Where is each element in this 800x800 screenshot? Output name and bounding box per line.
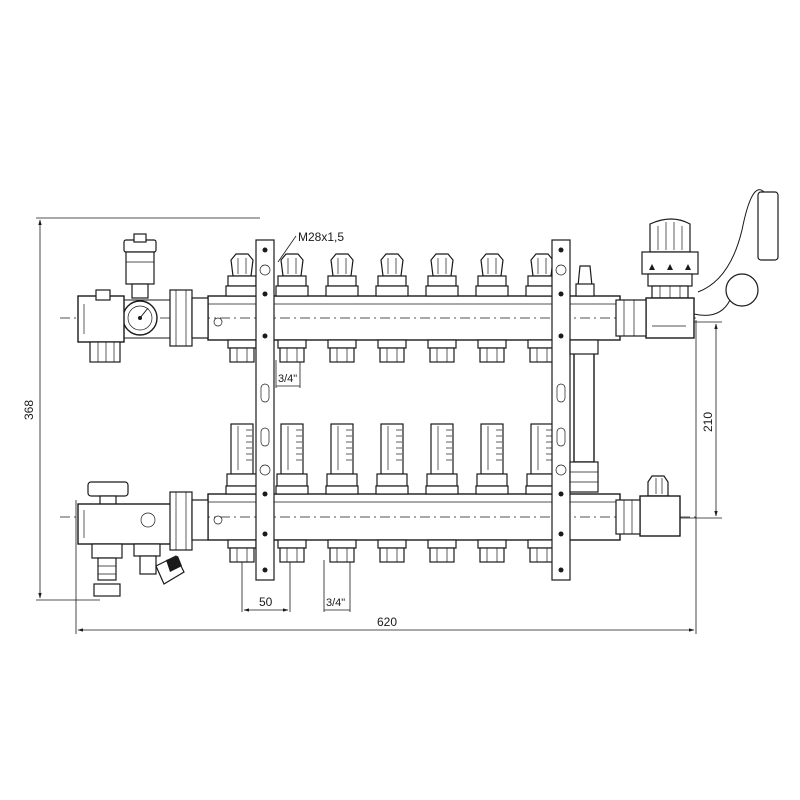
supply-rail	[60, 295, 700, 341]
bypass-pipe	[569, 265, 599, 493]
drain-valve	[91, 543, 185, 597]
supply-outlet-valve	[475, 253, 509, 363]
supply-outlet-valve	[425, 253, 459, 363]
thermostatic-head	[641, 218, 699, 299]
supply-outlet-valve	[375, 253, 409, 363]
return-inlet-valve	[77, 481, 209, 551]
outlet-pitch-label: 50	[259, 595, 273, 609]
supply-inlet-valve	[77, 289, 209, 363]
supply-outlet-valve	[325, 253, 359, 363]
return-flow-meter	[375, 423, 409, 563]
return-flow-meter	[325, 423, 359, 563]
thermostatic-valve	[615, 297, 695, 339]
return-outlets	[225, 423, 559, 563]
thread-label: M28x1,5	[298, 230, 344, 244]
total-width-label: 620	[377, 615, 397, 629]
air-vent	[123, 233, 157, 299]
return-end-valve	[615, 475, 681, 537]
supply-outlet-valve	[275, 253, 309, 363]
return-flow-meter	[525, 423, 559, 563]
pressure-gauge	[122, 300, 158, 336]
return-flow-meter	[425, 423, 459, 563]
rail-spacing-label: 210	[701, 412, 715, 432]
return-flow-meter	[275, 423, 309, 563]
return-flow-meter	[475, 423, 509, 563]
outlet-thread-top-label: 3/4"	[278, 373, 297, 385]
outlet-thread-bottom-label: 3/4"	[326, 597, 345, 609]
mounting-bracket-left	[255, 239, 275, 581]
return-flow-meter	[225, 423, 259, 563]
mounting-bracket-right	[551, 239, 571, 581]
temperature-sensor	[693, 189, 779, 316]
total-height-label: 368	[22, 400, 36, 420]
dimension-lines	[36, 217, 722, 634]
supply-outlet-valve	[225, 253, 259, 363]
